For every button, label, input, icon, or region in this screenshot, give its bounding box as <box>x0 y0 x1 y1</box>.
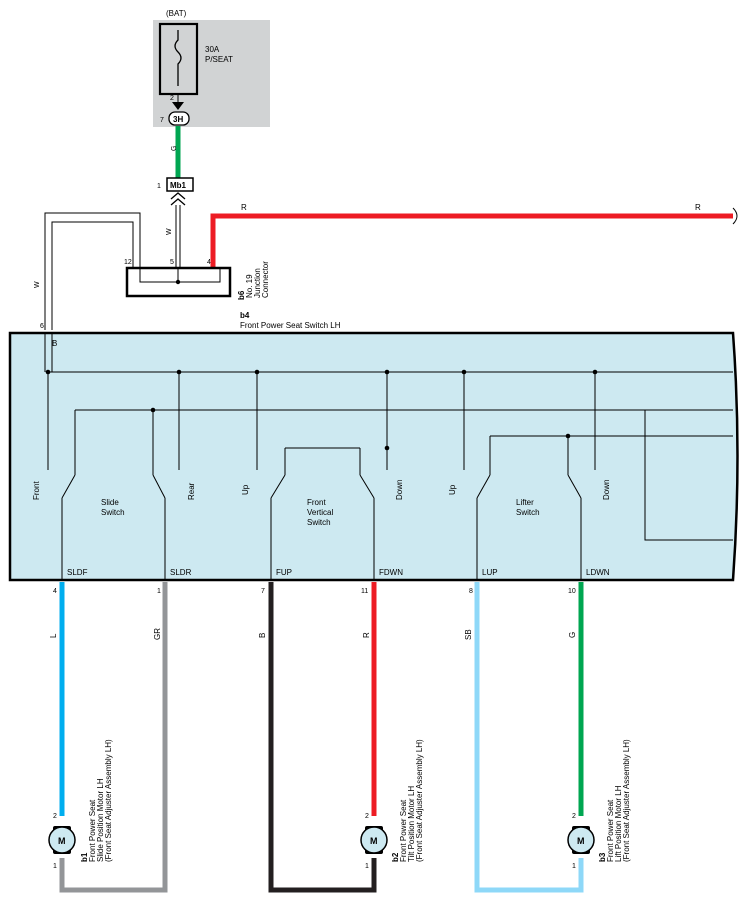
terminal-fdwn: FDWN <box>379 568 403 577</box>
fuse-out-pin: 2 <box>170 95 174 102</box>
motor-b1-code: b1 <box>80 852 89 862</box>
wire-lift-loop-g <box>474 582 584 893</box>
fuse-arrow-icon <box>172 102 184 110</box>
connector-3h-label: 3H <box>173 115 183 124</box>
wire-label-r: R <box>362 632 371 638</box>
pos-label-down-1: Down <box>395 480 404 500</box>
wire-w-left-label: W <box>34 281 41 288</box>
motor-b3-name: Front Power Seat Lift Position Motor LH … <box>606 739 631 862</box>
motor-b1-pin-bottom: 1 <box>53 863 57 870</box>
switch-bus-label: B <box>52 339 57 348</box>
junction-pin-5: 5 <box>170 259 174 266</box>
connector-3h <box>168 111 190 126</box>
connector-mb1-pin: 1 <box>157 183 161 190</box>
wire-lift-loop-sb <box>474 582 584 893</box>
pin-fdwn: 11 <box>361 588 368 595</box>
motor-b1-symbol: M <box>58 836 66 846</box>
fuse-element-icon <box>174 30 182 86</box>
wire-w-loop-outer <box>44 212 141 330</box>
motor-b1-pin-top: 2 <box>53 813 57 820</box>
wire-w-junction-label: W <box>166 228 173 235</box>
pin-lup: 8 <box>469 588 473 595</box>
wire-r-main <box>210 213 733 268</box>
wire-label-b: B <box>258 633 267 638</box>
pin-sldf: 4 <box>53 588 57 595</box>
junction-dots <box>45 369 598 451</box>
motor-icon <box>48 826 76 854</box>
motor-icon <box>360 826 388 854</box>
pos-label-down-2: Down <box>602 480 611 500</box>
switch-assembly-code: b4 <box>240 311 250 320</box>
terminal-sldf: SLDF <box>67 568 88 577</box>
connector-chevron-icon <box>170 192 186 206</box>
pin-fup: 7 <box>261 588 265 595</box>
motor-b2-code: b2 <box>391 852 400 862</box>
junction-name: No. 19 Junction Connector <box>245 261 270 298</box>
motor-b2: 2 M 1 b2 Front Power Seat Tilt Position … <box>360 739 424 870</box>
motor-b3-pin-top: 2 <box>572 813 576 820</box>
terminal-lup: LUP <box>482 568 498 577</box>
fuse-rating: 30A <box>205 45 220 54</box>
terminal-sldr: SLDR <box>170 568 192 577</box>
pin-sldr: 1 <box>157 588 161 595</box>
motor-b3-pin-bottom: 1 <box>572 863 576 870</box>
wire-continuation-icon <box>732 207 738 225</box>
connector-mb1-label: Mb1 <box>170 181 187 190</box>
motor-b1: 2 M 1 b1 Front Power Seat Slide Position… <box>48 739 113 870</box>
terminal-fup: FUP <box>276 568 292 577</box>
wire-label-g: G <box>568 632 577 638</box>
wire-g-label: G <box>171 146 178 151</box>
motor-b2-pin-top: 2 <box>365 813 369 820</box>
fuse-name: P/SEAT <box>205 55 233 64</box>
terminal-ldwn: LDWN <box>586 568 610 577</box>
pos-label-front: Front <box>32 481 41 500</box>
connector-mb1 <box>166 177 194 192</box>
switch-assembly-name: Front Power Seat Switch LH <box>240 321 341 330</box>
connector-3h-pin: 7 <box>160 117 164 124</box>
fuse-source-label: (BAT) <box>166 9 187 18</box>
wire-r-label-1: R <box>241 203 247 212</box>
pos-label-up-1: Up <box>241 484 250 495</box>
pos-label-rear: Rear <box>187 482 196 500</box>
motor-b3-symbol: M <box>577 836 585 846</box>
fuse-box-panel <box>153 20 270 127</box>
wire-tilt-loop-b <box>268 582 377 893</box>
junction-code: b6 <box>237 290 246 300</box>
switch-ground-pin: 6 <box>40 323 44 330</box>
wire-w-loop-inner <box>51 221 134 330</box>
motor-b2-name: Front Power Seat Tilt Position Motor LH … <box>399 739 424 862</box>
wire-slide-loop-gr <box>59 582 168 893</box>
motor-b3: 2 M 1 b3 Front Power Seat Lift Position … <box>567 739 631 870</box>
wire-r-label-2: R <box>695 203 701 212</box>
motor-b3-code: b3 <box>598 852 607 862</box>
motor-b1-name: Front Power Seat Slide Position Motor LH… <box>88 739 113 862</box>
wire-tilt-loop-r <box>268 582 377 893</box>
wire-label-sb: SB <box>464 629 473 640</box>
pos-label-up-2: Up <box>448 484 457 495</box>
wire-slide-loop-l <box>59 582 168 893</box>
motor-b2-symbol: M <box>370 836 378 846</box>
motor-b2-pin-bottom: 1 <box>365 863 369 870</box>
junction-pin-4: 4 <box>207 259 211 266</box>
switch-panel <box>8 331 739 582</box>
pin-ldwn: 10 <box>568 588 576 595</box>
wire-label-gr: GR <box>153 628 162 640</box>
motor-icon <box>567 826 595 854</box>
switch-internal-wiring <box>44 333 733 580</box>
wire-label-l: L <box>49 633 58 638</box>
junction-pin-12: 12 <box>124 259 132 266</box>
